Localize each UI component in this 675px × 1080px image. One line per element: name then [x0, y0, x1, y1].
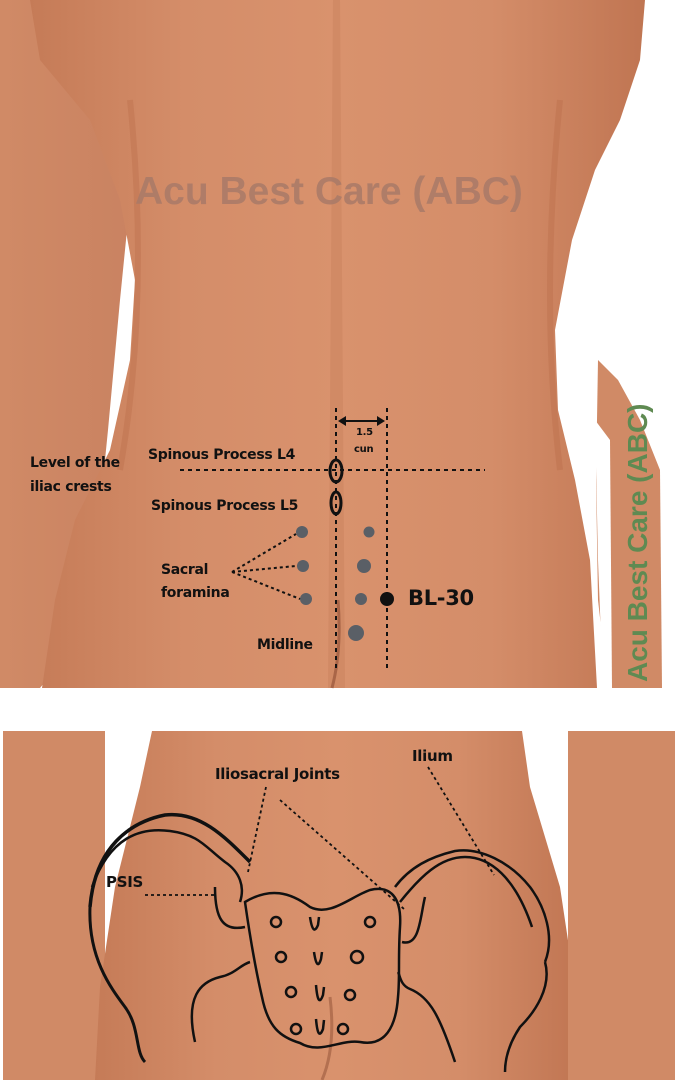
pelvis-illustration [3, 731, 675, 1080]
label-sacral-line2: foramina [161, 585, 230, 601]
bottom-panel-pelvis: Iliosacral Joints Ilium PSIS [0, 727, 675, 1080]
label-distance-unit: cun [354, 444, 374, 455]
label-spinous-l4: Spinous Process L4 [148, 447, 296, 463]
label-iliac-level-line1: Level of the [30, 455, 120, 471]
top-panel-back-view: Acu Best Care (ABC) Acu Best Care (ABC) … [0, 0, 662, 689]
watermark-center: Acu Best Care (ABC) [135, 170, 523, 213]
label-spinous-l5: Spinous Process L5 [151, 498, 299, 514]
watermark-side: Acu Best Care (ABC) [622, 403, 653, 683]
back-illustration [0, 0, 662, 689]
label-distance-value: 1.5 [356, 427, 373, 438]
label-ilium: Ilium [412, 747, 453, 765]
label-sacral-line1: Sacral [161, 562, 209, 578]
label-psis: PSIS [106, 873, 143, 891]
label-iliosacral-joints: Iliosacral Joints [215, 765, 340, 783]
label-iliac-level-line2: iliac crests [30, 479, 112, 495]
label-bl30-point: BL-30 [408, 586, 474, 610]
label-midline: Midline [257, 637, 313, 653]
